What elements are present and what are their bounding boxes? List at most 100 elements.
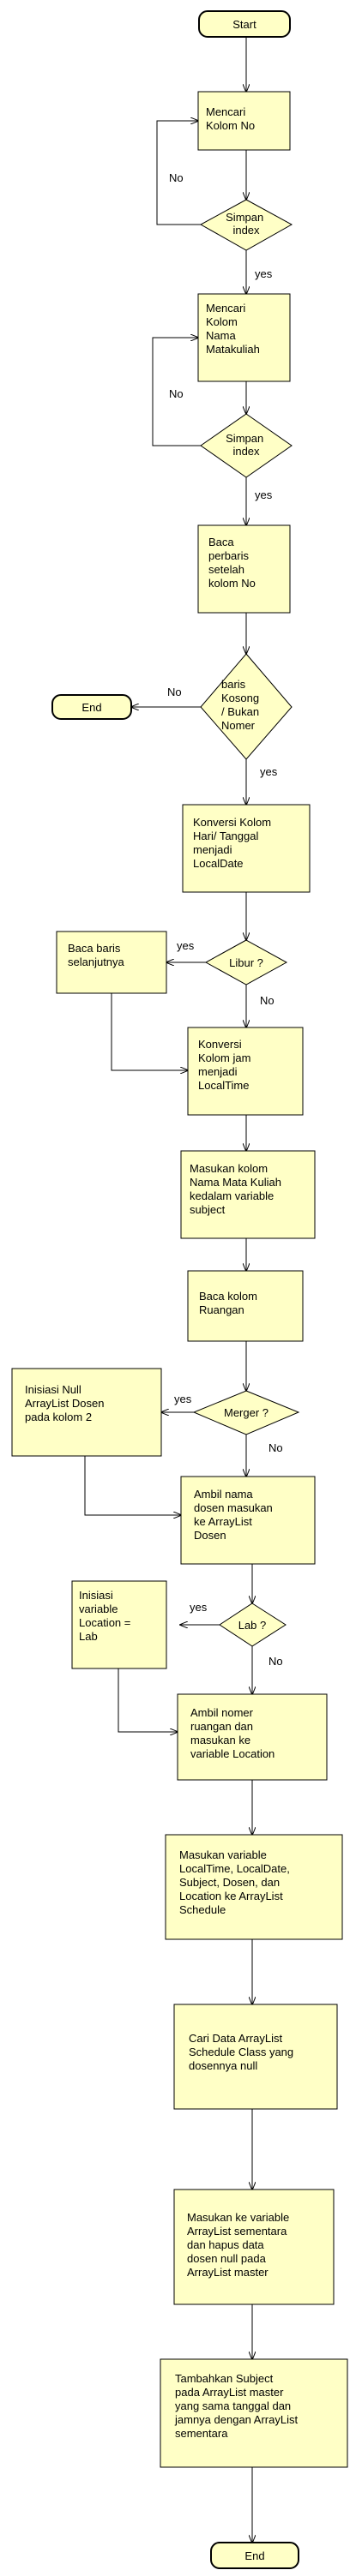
baca-perbaris-process (197, 524, 291, 614)
cari-data-line-2: dosennya null (189, 2059, 257, 2072)
konversi-jam-line-1: Kolom jam (198, 1051, 250, 1064)
edge-label-yes-3: yes (260, 765, 278, 778)
simpan-index-2-line-1: index (232, 445, 260, 458)
simpan-index-decision-2 (200, 413, 293, 478)
tambahkan-line-3: jamnya dengan ArrayList (174, 2413, 298, 2426)
baris-kosong-label: baris Kosong / Bukan Nomer (221, 678, 262, 732)
masukan-schedule-line-3: Location ke ArrayList (179, 1890, 283, 1902)
tambahkan-subject-process (160, 2358, 348, 2468)
nodes: Start Mencari Kolom No Simpan index Menc… (11, 10, 348, 2569)
cari-kolom-no-line-1: Kolom No (206, 119, 255, 132)
end-terminal-1 (51, 694, 132, 720)
tambahkan-line-2: yang sama tanggal dan (175, 2399, 291, 2412)
merger-label: Merger ? (224, 1406, 268, 1419)
konversi-jam-label: Konversi Kolom jam menjadi LocalTime (198, 1038, 254, 1092)
ambil-dosen-line-1: dosen masukan (194, 1501, 273, 1514)
ambil-dosen-line-3: Dosen (194, 1529, 226, 1542)
cari-data-arraylist-process (173, 2004, 338, 2110)
edge-label-yes-1: yes (255, 267, 273, 280)
ambil-ruangan-line-1: ruangan dan (190, 1720, 253, 1733)
masukan-mata-kuliah-process (180, 1150, 316, 1239)
edge-label-no-4: No (260, 994, 275, 1007)
baca-perbaris-label: Baca perbaris setelah kolom No (208, 536, 256, 590)
simpan-index-1-line-1: index (232, 224, 260, 237)
inisiasi-null-dosen-label: Inisiasi Null ArrayList Dosen pada kolom… (25, 1383, 107, 1423)
edge-simpan1-no-loop (156, 121, 201, 225)
cari-matakuliah-line-1: Kolom (206, 315, 238, 328)
masukan-mk-line-0: Masukan kolom (190, 1162, 268, 1175)
masukan-schedule-process (165, 1834, 343, 1940)
ambil-nomer-ruangan-process (177, 1693, 328, 1781)
masukan-mk-line-1: Nama Mata Kuliah (190, 1176, 281, 1189)
lab-label: Lab ? (238, 1619, 267, 1632)
ambil-ruangan-line-0: Ambil nomer (190, 1706, 254, 1719)
inisiasi-null-line-2: pada kolom 2 (25, 1411, 92, 1423)
ambil-dosen-line-2: ke ArrayList (194, 1515, 252, 1528)
start-terminal (198, 10, 291, 38)
cari-kolom-no-process (197, 91, 291, 151)
tambahkan-line-0: Tambahkan Subject (175, 2372, 274, 2385)
edge-labels: No yes No yes No yes yes No yes No yes N… (167, 171, 283, 1668)
edges (84, 37, 252, 2543)
cari-kolom-matakuliah-label: Mencari Kolom Nama Matakuliah (206, 302, 260, 356)
edge-inisiasi-lab-ambil-ruangan (118, 1668, 178, 1732)
konversi-tanggal-label: Konversi Kolom Hari/ Tanggal menjadi Loc… (193, 816, 275, 870)
libur-label: Libur ? (229, 956, 263, 969)
konversi-tanggal-process (182, 804, 311, 893)
masukan-mk-line-3: subject (190, 1203, 226, 1216)
konversi-jam-line-0: Konversi (198, 1038, 242, 1051)
edge-label-yes-5: yes (174, 1393, 192, 1405)
masukan-sementara-line-0: Masukan ke variable (187, 2211, 289, 2224)
edge-inisiasi-null-ambil-dosen (84, 1456, 181, 1515)
inisiasi-location-lab-process (71, 1580, 167, 1669)
end-2-label: End (244, 2549, 264, 2562)
baca-perbaris-line-2: setelah (208, 563, 244, 576)
cari-kolom-matakuliah-process (197, 293, 291, 382)
konversi-tanggal-line-2: menjadi (193, 843, 232, 856)
cari-kolom-no-label: Mencari Kolom No (206, 105, 255, 132)
konversi-jam-line-2: menjadi (198, 1065, 238, 1078)
konversi-tanggal-line-3: LocalDate (193, 857, 244, 870)
konversi-jam-process (187, 1027, 304, 1116)
masukan-mata-kuliah-label: Masukan kolom Nama Mata Kuliah kedalam v… (190, 1162, 285, 1216)
baca-lanjut-line-1: selanjutnya (68, 956, 125, 968)
baca-perbaris-line-1: perbaris (208, 549, 249, 562)
cari-matakuliah-line-0: Mencari (206, 302, 245, 315)
libur-decision (204, 939, 288, 985)
masukan-sementara-line-2: dan hapus data (187, 2238, 264, 2251)
masukan-schedule-line-2: Subject, Dosen, dan (179, 1876, 280, 1889)
baris-kosong-decision (200, 653, 293, 760)
ambil-dosen-line-0: Ambil nama (194, 1488, 253, 1501)
edge-label-no-5: No (268, 1441, 283, 1454)
masukan-schedule-label: Masukan variable LocalTime, LocalDate, S… (179, 1848, 293, 1916)
edge-baca-lanjut-konversi-jam (111, 993, 188, 1070)
inisiasi-null-line-1: ArrayList Dosen (25, 1397, 104, 1410)
baris-kosong-line-3: Nomer (221, 719, 256, 732)
masukan-schedule-line-1: LocalTime, LocalDate, (179, 1862, 290, 1875)
tambahkan-line-1: pada ArrayList master (175, 2386, 284, 2399)
masukan-sementara-line-3: dosen null pada (187, 2252, 267, 2265)
baris-kosong-line-0: baris (221, 678, 246, 691)
baca-ruangan-line-0: Baca kolom (199, 1290, 257, 1303)
cari-data-line-1: Schedule Class yang (189, 2046, 293, 2058)
cari-kolom-no-line-0: Mencari (206, 105, 245, 118)
baris-kosong-line-2: / Bukan (221, 705, 259, 718)
inisiasi-null-line-0: Inisiasi Null (25, 1383, 81, 1396)
edge-label-yes-2: yes (255, 488, 273, 501)
masukan-schedule-line-0: Masukan variable (179, 1848, 267, 1861)
inisiasi-null-dosen-process (11, 1368, 162, 1457)
edge-label-no-2: No (169, 387, 184, 400)
masukan-schedule-line-4: Schedule (179, 1903, 226, 1916)
baca-perbaris-line-0: Baca (208, 536, 234, 548)
masukan-sementara-line-4: ArrayList master (187, 2266, 268, 2279)
konversi-tanggal-line-0: Konversi Kolom (193, 816, 271, 829)
inisiasi-lab-line-2: Location = (79, 1616, 130, 1629)
tambahkan-subject-label: Tambahkan Subject pada ArrayList master … (174, 2372, 301, 2440)
ambil-nama-dosen-label: Ambil nama dosen masukan ke ArrayList Do… (194, 1488, 275, 1542)
start-label: Start (232, 18, 256, 31)
end-terminal-2 (210, 2542, 299, 2569)
inisiasi-lab-line-1: variable (79, 1603, 118, 1615)
cari-matakuliah-line-2: Nama (206, 329, 236, 342)
baca-ruangan-line-1: Ruangan (199, 1303, 244, 1316)
inisiasi-location-lab-label: Inisiasi variable Location = Lab (79, 1589, 134, 1643)
